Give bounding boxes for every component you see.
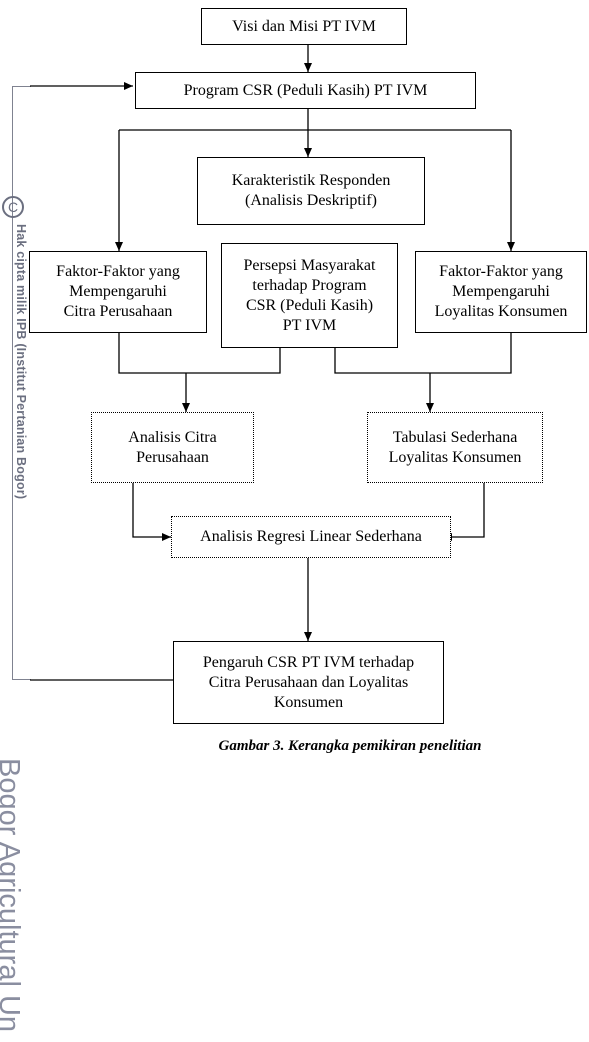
merge-to-tabulasi xyxy=(334,333,512,374)
box-persepsi-masyarakat: Persepsi Masyarakat terhadap Program CSR… xyxy=(221,243,398,348)
watermark-hak-cipta: Hak cipta milik IPB (Institut Pertanian … xyxy=(14,224,28,500)
merge-to-analisis-citra xyxy=(118,333,281,374)
box-tabulasi-sederhana: Tabulasi Sederhana Loyalitas Konsumen xyxy=(367,412,543,483)
box-program-csr: Program CSR (Peduli Kasih) PT IVM xyxy=(135,72,476,109)
watermark-bracket xyxy=(12,86,31,680)
arrow-tabulasi-to-regresi xyxy=(443,483,485,541)
box-pengaruh-csr: Pengaruh CSR PT IVM terhadap Citra Perus… xyxy=(173,641,444,724)
box-faktor-citra: Faktor-Faktor yang Mempengaruhi Citra Pe… xyxy=(29,251,207,333)
box-analisis-citra: Analisis Citra Perusahaan xyxy=(91,412,254,483)
watermark-university: Bogor Agricultural Un xyxy=(0,758,25,1033)
copyright-icon: C xyxy=(2,196,24,218)
box-analisis-regresi: Analisis Regresi Linear Sederhana xyxy=(171,516,451,558)
box-visi-misi: Visi dan Misi PT IVM xyxy=(201,8,407,45)
box-faktor-loyalitas: Faktor-Faktor yang Mempengaruhi Loyalita… xyxy=(415,251,587,333)
arrow-analisis-citra-to-regresi xyxy=(132,483,171,541)
figure-caption: Gambar 3. Kerangka pemikiran penelitian xyxy=(218,738,482,754)
box-karakteristik-responden: Karakteristik Responden (Analisis Deskri… xyxy=(197,157,425,225)
